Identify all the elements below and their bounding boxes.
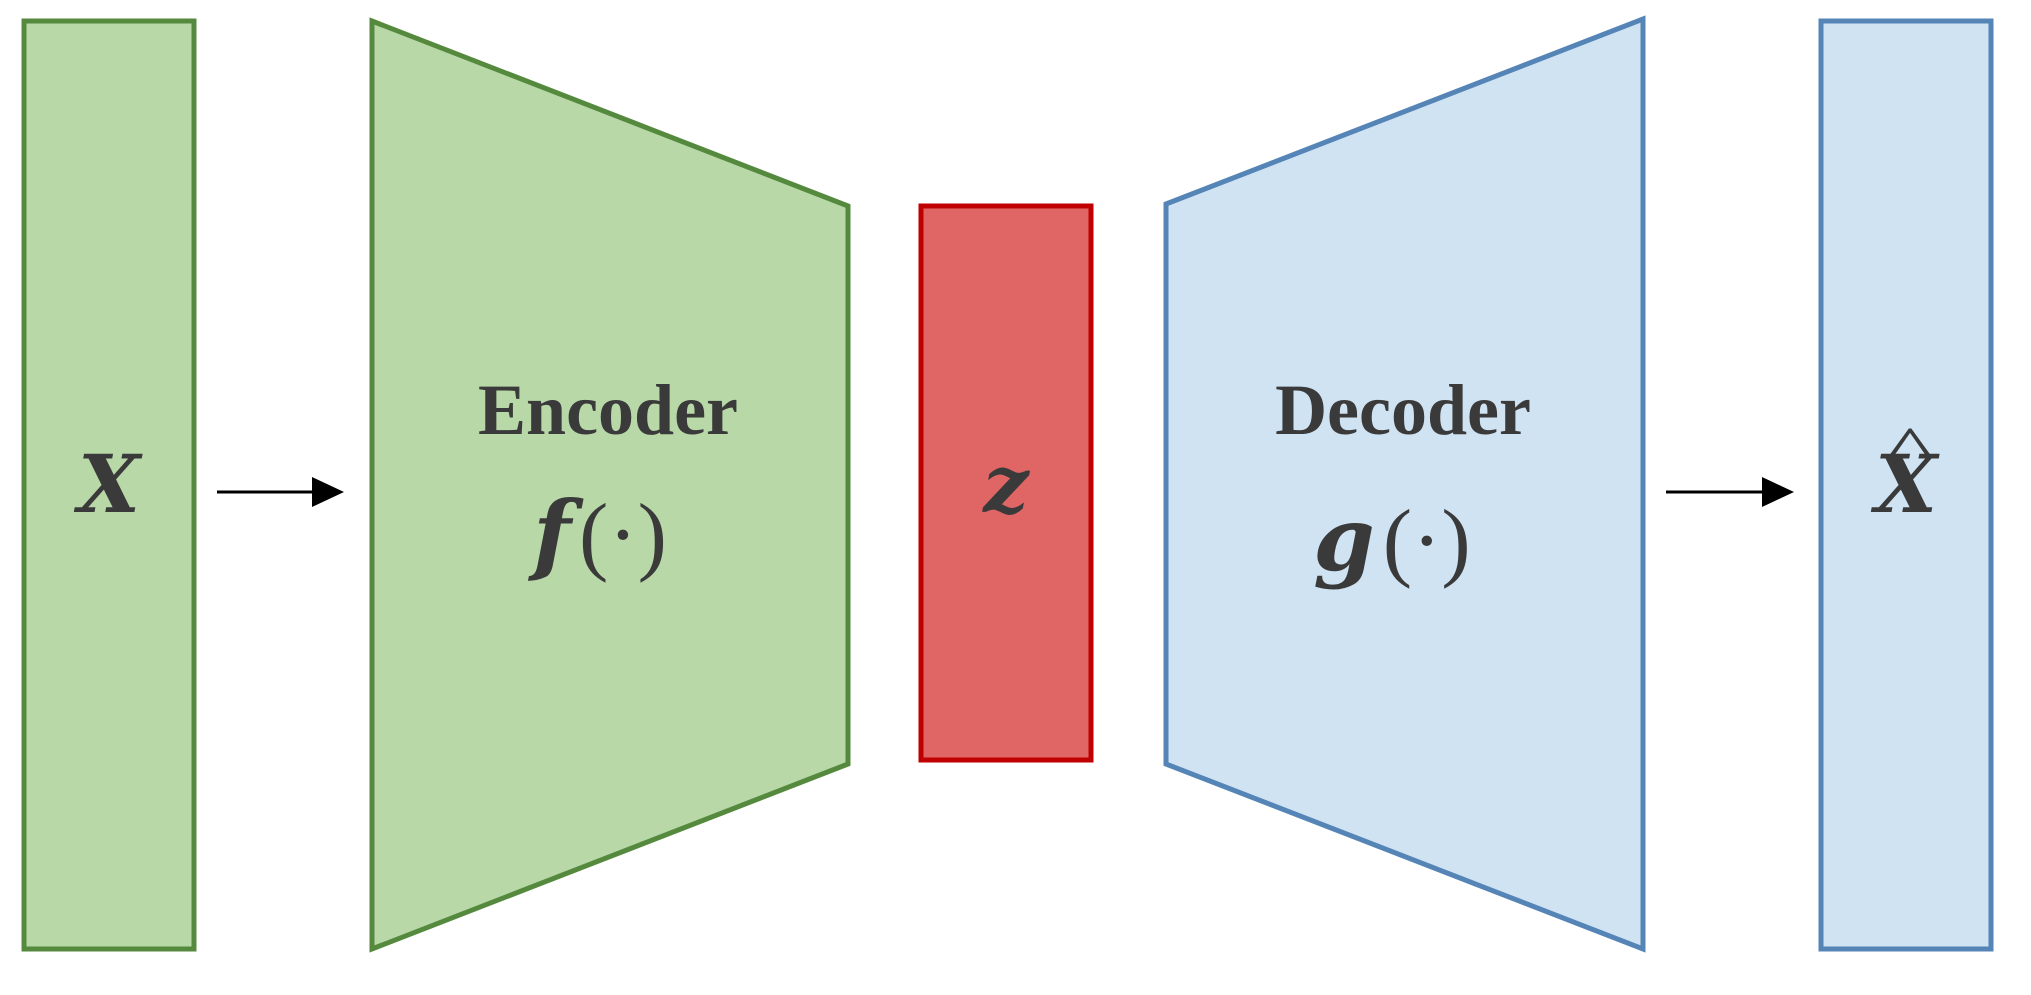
encoder-block [369,17,851,953]
input-block [21,18,197,952]
output-block [1818,18,1994,952]
latent-block [918,203,1094,763]
decoder-function-arg: (·) [1383,493,1471,590]
arrowhead-input-to-encoder [312,477,344,507]
output-hat-accent: ^ [1886,414,1934,484]
encoder-function-arg: (·) [579,487,667,584]
output-symbol: X [1870,437,1940,531]
decoder-block [1163,15,1646,953]
decoder-function: g(·) [1313,487,1470,591]
encoder-label: Encoder [478,370,738,450]
decoder-label: Decoder [1275,370,1531,450]
decoder-function-symbol: g [1313,487,1375,591]
input-symbol: X [73,437,143,531]
encoder-function: f(·) [527,481,667,585]
arrowhead-decoder-to-output [1762,477,1794,507]
latent-symbol: z [981,437,1030,531]
